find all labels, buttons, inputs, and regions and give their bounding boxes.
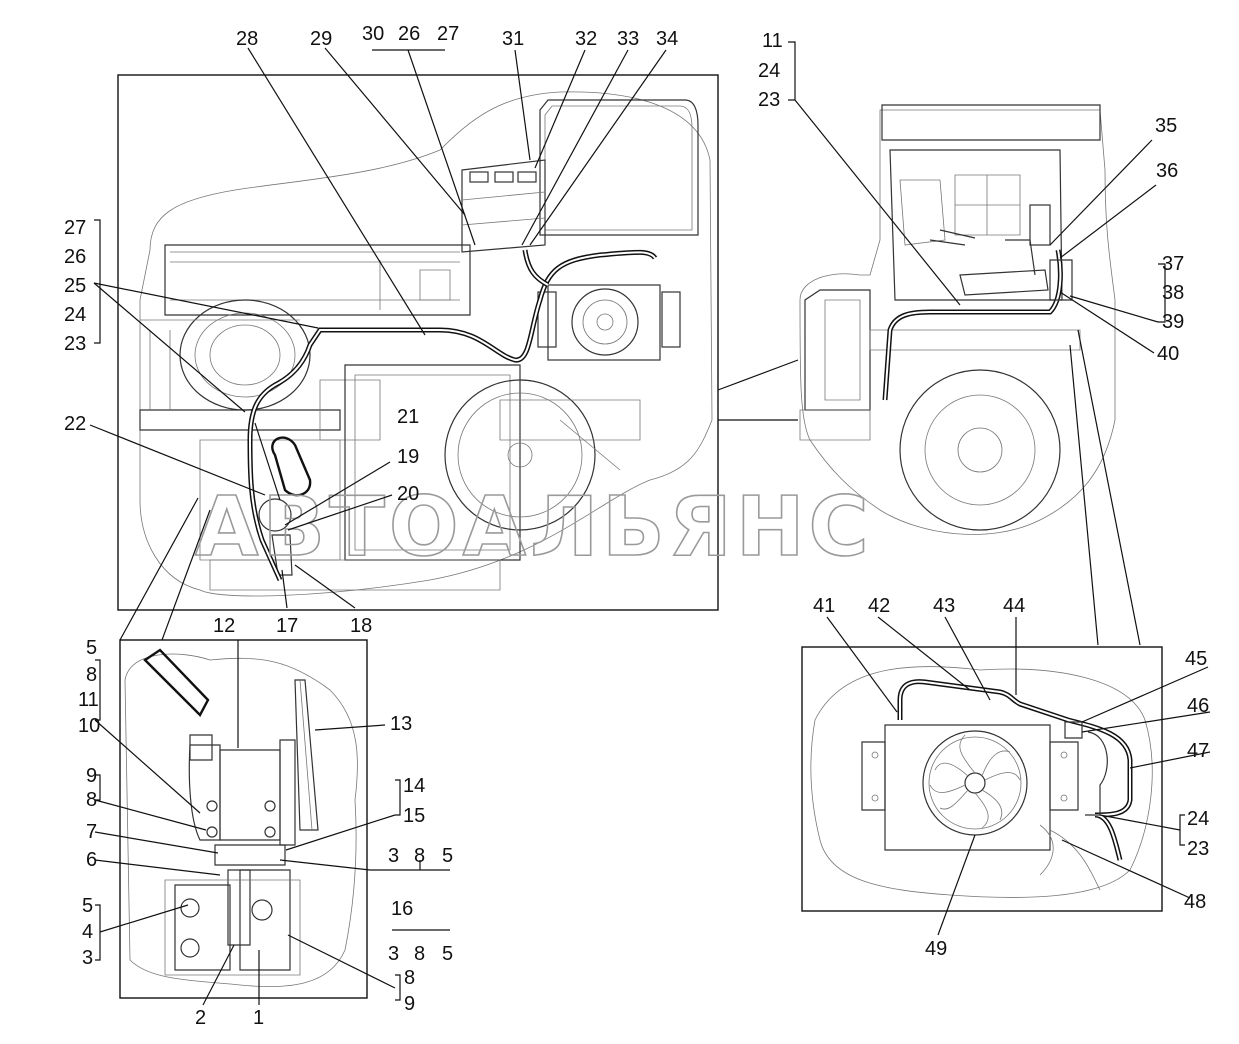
fan-detail-view [801, 646, 1163, 912]
label-7: 7 [86, 821, 97, 843]
label-21: 21 [397, 406, 419, 428]
label-24-top: 24 [758, 60, 780, 82]
label-45: 45 [1185, 648, 1207, 670]
main-view-compressor [258, 436, 312, 576]
label-42: 42 [868, 595, 890, 617]
compressor-detail-view [119, 639, 368, 999]
tractor-rear-wheel [899, 369, 1061, 531]
tractor-side-view [799, 104, 1116, 535]
label-5-a: 5 [86, 637, 97, 659]
label-37: 37 [1162, 253, 1184, 275]
label-28: 28 [236, 28, 258, 50]
label-33: 33 [617, 28, 639, 50]
label-8-a: 8 [86, 664, 97, 686]
label-23-left: 23 [64, 333, 86, 355]
label-23-right: 23 [1187, 838, 1209, 860]
label-22: 22 [64, 413, 86, 435]
main-view-hood [164, 244, 471, 316]
label-30: 30 [362, 23, 384, 45]
leader-lines [89, 41, 1211, 1006]
label-8-c: 8 [414, 845, 425, 867]
label-8-e: 8 [404, 967, 415, 989]
label-19: 19 [397, 446, 419, 468]
main-view-air-cleaner [179, 299, 311, 411]
label-4: 4 [82, 921, 93, 943]
label-40: 40 [1157, 343, 1179, 365]
label-24-left: 24 [64, 304, 86, 326]
main-view-condenser [537, 284, 681, 361]
label-9-b: 9 [404, 993, 415, 1015]
label-39: 39 [1162, 311, 1184, 333]
label-41: 41 [813, 595, 835, 617]
compressor-detail-frame [119, 639, 368, 999]
label-8-b: 8 [86, 789, 97, 811]
label-12: 12 [213, 615, 235, 637]
label-25: 25 [64, 275, 86, 297]
label-34: 34 [656, 28, 678, 50]
label-6: 6 [86, 849, 97, 871]
label-15: 15 [403, 805, 425, 827]
label-46: 46 [1187, 695, 1209, 717]
label-14: 14 [403, 775, 425, 797]
main-view-cab-outline [139, 91, 713, 597]
main-view-cab-window [539, 99, 699, 236]
label-23-top: 23 [758, 89, 780, 111]
label-9-a: 9 [86, 765, 97, 787]
label-8-d: 8 [414, 943, 425, 965]
label-38: 38 [1162, 282, 1184, 304]
label-13: 13 [390, 713, 412, 735]
label-48: 48 [1184, 891, 1206, 913]
label-31: 31 [502, 28, 524, 50]
label-5-b: 5 [442, 845, 453, 867]
label-26-left: 26 [64, 246, 86, 268]
main-view-rear-wheel [444, 379, 596, 531]
label-36: 36 [1156, 160, 1178, 182]
main-view-heater [461, 159, 546, 253]
label-17: 17 [276, 615, 298, 637]
label-3-b: 3 [388, 845, 399, 867]
label-10: 10 [78, 715, 100, 737]
label-18: 18 [350, 615, 372, 637]
label-49: 49 [925, 938, 947, 960]
fan-wheel [922, 730, 1028, 836]
label-20: 20 [397, 483, 419, 505]
label-43: 43 [933, 595, 955, 617]
label-47: 47 [1187, 740, 1209, 762]
label-26-top: 26 [398, 23, 420, 45]
label-2: 2 [195, 1007, 206, 1029]
label-35: 35 [1155, 115, 1177, 137]
label-24-right: 24 [1187, 808, 1209, 830]
watermark-text: АВТОАЛЬЯНС [195, 480, 873, 575]
label-32: 32 [575, 28, 597, 50]
label-11-left: 11 [78, 689, 99, 711]
label-27-left: 27 [64, 217, 86, 239]
callout-labels: 28 29 30 26 27 31 32 33 34 11 24 23 35 3… [64, 23, 1209, 1029]
label-11-top: 11 [762, 30, 783, 52]
fan-detail-frame [801, 646, 1163, 912]
label-3-c: 3 [388, 943, 399, 965]
label-29: 29 [310, 28, 332, 50]
label-1: 1 [253, 1007, 264, 1029]
label-16: 16 [391, 898, 413, 920]
label-44: 44 [1003, 595, 1025, 617]
label-5-d: 5 [442, 943, 453, 965]
label-3-a: 3 [82, 947, 93, 969]
label-5-c: 5 [82, 895, 93, 917]
label-27-top: 27 [437, 23, 459, 45]
main-view-frame [117, 74, 719, 611]
